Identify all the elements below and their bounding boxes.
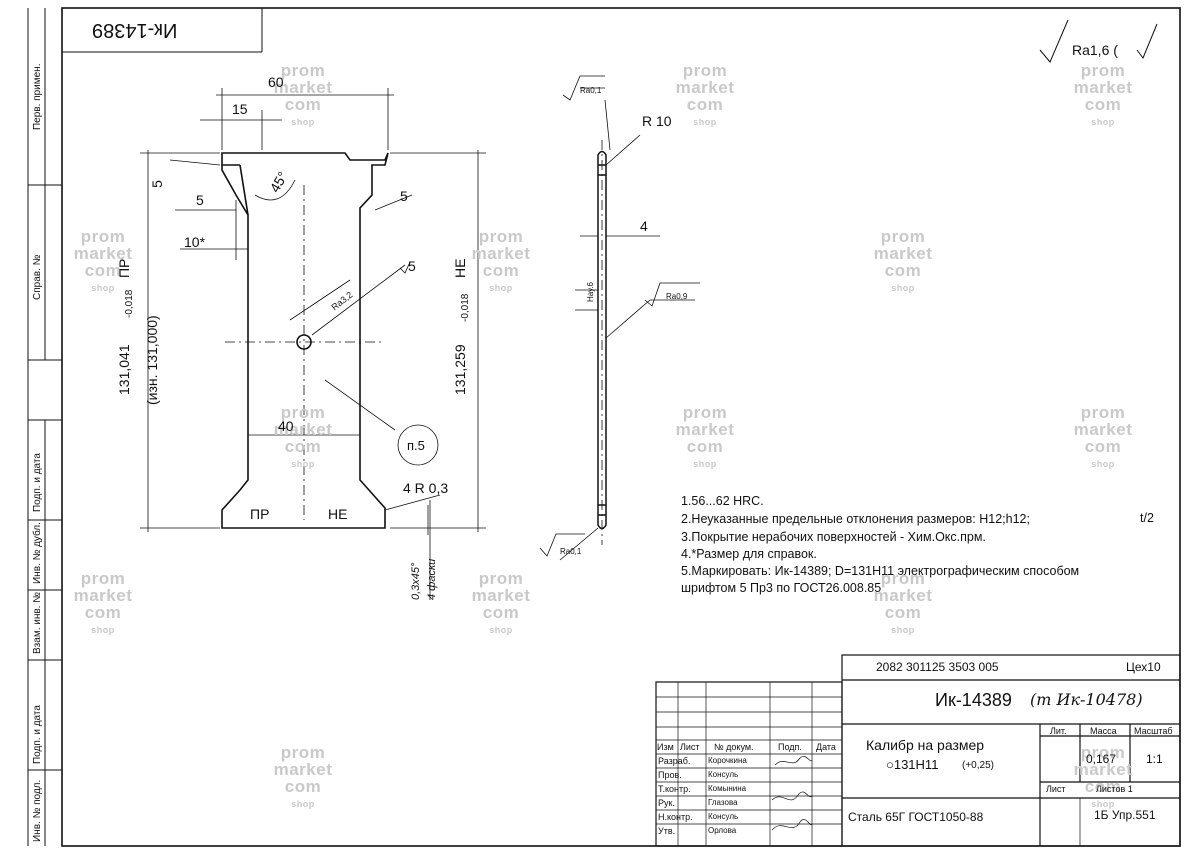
dim-chamfer-count: 4 фаски (426, 558, 438, 600)
side-label: Справ. № (32, 254, 43, 300)
tb-org: 1Б Упр.551 (1094, 808, 1156, 822)
dim-5: 5 (196, 192, 204, 208)
tb-name-tolerance: (+0,25) (962, 760, 994, 771)
tb-material: Сталь 65Г ГОСТ1050-88 (848, 810, 984, 824)
tb-person: Консуль (708, 812, 739, 821)
dim-40: 40 (278, 418, 294, 434)
tb-scale-header: Масштаб (1134, 726, 1173, 736)
tb-shop: Цех10 (1126, 660, 1161, 674)
roughness-ra01-bottom: Ra0,1 (560, 547, 582, 556)
tb-lit-header: Лит. (1050, 726, 1067, 736)
dim-chamfer: 0,3х45° (410, 562, 422, 600)
dim-right-ne: НЕ (452, 258, 468, 278)
dim-left-tol: -0,018 (124, 289, 135, 318)
roughness-ra09: Ra0,9 (666, 292, 688, 301)
tb-hdr-doc: № докум. (714, 742, 754, 752)
tb-sheet: Лист (1046, 784, 1066, 794)
dim-radius-10: R 10 (642, 113, 672, 129)
note-3: 3.Покрытие нерабочих поверхностей - Хим.… (681, 530, 986, 544)
note-2-t2: t/2 (1140, 511, 1154, 525)
drawing-number-stamp: Ик-14389 (92, 19, 178, 41)
tb-scale: 1:1 (1146, 752, 1163, 766)
tb-hdr-izm: Изм (657, 742, 674, 752)
label-nau: Нау.6 (586, 281, 595, 302)
side-label: Взам. инв. № (32, 592, 43, 654)
dim-left-pr: ПР (116, 258, 132, 278)
roughness-ra01-top: Ra0,1 (580, 86, 602, 95)
note-5: 5.Маркировать: Ик-14389; D=131H11 электр… (681, 564, 1080, 578)
roughness-general: Ra1,6 ( (1072, 42, 1118, 58)
tb-person: Консуль (708, 770, 739, 779)
tb-role: Рук. (658, 798, 675, 808)
tb-hdr-sign: Подп. (778, 742, 802, 752)
dim-5-vertical: 5 (148, 180, 165, 188)
side-label: Инв. № дубл. (32, 522, 43, 584)
note-5-cont: шрифтом 5 Пр3 по ГОСТ26.008.85 (681, 581, 882, 595)
dim-left-wear: (изн. 131,000) (144, 315, 160, 405)
tb-mass-header: Масса (1090, 726, 1117, 736)
dim-10-ref: 10* (184, 234, 206, 250)
dim-hole-5: 5 (408, 258, 416, 274)
note-1: 1.56...62 HRC. (681, 494, 764, 508)
tb-person: Комынина (708, 784, 747, 793)
dim-radius-03: 4 R 0,3 (403, 480, 449, 496)
dim-15: 15 (232, 101, 248, 117)
dim-right-main: 131,259 (452, 344, 468, 395)
tb-hdr-list: Лист (680, 742, 700, 752)
note-ref-p5: п.5 (407, 438, 425, 453)
tb-designation: Ик-14389 (935, 690, 1012, 710)
note-2: 2.Неуказанные предельные отклонения разм… (681, 512, 1030, 526)
tb-role: Разраб. (658, 756, 691, 766)
tb-mass: 0,167 (1086, 752, 1117, 766)
tb-role: Т.контр. (658, 784, 691, 794)
tb-code: 2082 301125 3503 005 (876, 660, 999, 674)
dim-5-right: 5 (400, 188, 408, 204)
tb-sheets: Листов 1 (1096, 784, 1133, 794)
label-pr: ПР (250, 506, 270, 522)
side-label: Перв. примен. (32, 63, 43, 130)
dim-left-main: 131,041 (116, 344, 132, 395)
tb-designation-handwritten: (т Ик-10478) (1030, 690, 1143, 709)
dim-width-60: 60 (268, 74, 284, 90)
tb-person: Орлова (708, 826, 737, 835)
side-label: Подп. и дата (32, 453, 43, 512)
tb-person: Корочкина (708, 756, 747, 765)
note-4: 4.*Размер для справок. (681, 547, 817, 561)
tb-role: Н.контр. (658, 812, 693, 822)
tb-name-line1: Калибр на размер (866, 737, 985, 753)
tb-role: Пров. (658, 770, 682, 780)
tb-hdr-date: Дата (816, 742, 836, 752)
side-label: Инв. № подл. (32, 779, 43, 842)
label-ne: НЕ (328, 506, 348, 522)
dim-thickness-4: 4 (640, 218, 648, 234)
tb-person: Глазова (708, 798, 738, 807)
side-label: Подп. и дата (32, 705, 43, 764)
tb-role: Утв. (658, 826, 676, 836)
tb-name-line2: ○131H11 (886, 757, 939, 772)
dim-right-tol: -0,018 (460, 293, 471, 322)
